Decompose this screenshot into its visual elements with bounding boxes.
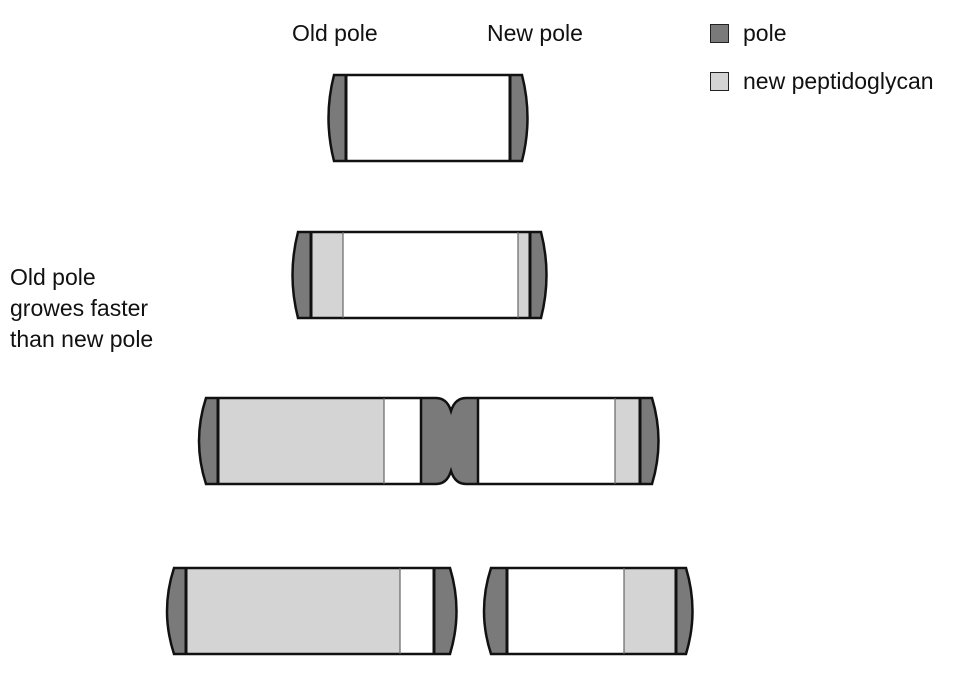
new-peptidoglycan <box>186 568 400 654</box>
cell-outline <box>327 73 529 163</box>
cell-stage-3 <box>197 396 660 486</box>
new-pole-label: New pole <box>487 20 583 46</box>
new-pole-cap <box>484 568 507 654</box>
cell-outline <box>165 566 458 656</box>
cell-outline <box>291 230 548 320</box>
annotation-line-3: than new pole <box>10 326 154 352</box>
old-pole-cap <box>328 75 346 161</box>
legend-item-new-peptidoglycan: new peptidoglycan <box>710 70 934 93</box>
new-pole-cap <box>530 232 547 318</box>
new-peptidoglycan-old-side <box>218 398 384 484</box>
legend-item-pole: pole <box>710 22 786 45</box>
old-pole-cap <box>292 232 311 318</box>
cell-outline <box>482 566 694 656</box>
old-pole-cap <box>167 568 186 654</box>
cell-stage-2 <box>291 230 548 320</box>
new-pole-cap <box>640 398 659 484</box>
annotation-line-2: growes faster <box>10 295 149 321</box>
new-peptidoglycan-new-side <box>615 398 640 484</box>
new-peptidoglycan-swatch <box>710 72 729 91</box>
daughter-cell-left <box>165 566 458 656</box>
new-pole-cap <box>510 75 528 161</box>
growth-annotation: Old pole growes faster than new pole <box>10 262 153 355</box>
annotation-line-1: Old pole <box>10 264 96 290</box>
cell-outline <box>197 396 660 486</box>
legend-label-new-peptidoglycan: new peptidoglycan <box>743 68 934 94</box>
old-pole-cap <box>676 568 693 654</box>
new-peptidoglycan-new-side <box>518 232 530 318</box>
old-pole-cap <box>199 398 218 484</box>
legend-label-pole: pole <box>743 20 787 46</box>
division-septum <box>421 398 478 484</box>
new-pole-cap <box>434 568 457 654</box>
new-peptidoglycan-old-side <box>311 232 343 318</box>
pole-swatch <box>710 24 729 43</box>
old-pole-label: Old pole <box>292 20 378 46</box>
daughter-cell-right <box>482 566 694 656</box>
new-peptidoglycan <box>624 568 676 654</box>
cell-stage-1 <box>327 73 529 163</box>
